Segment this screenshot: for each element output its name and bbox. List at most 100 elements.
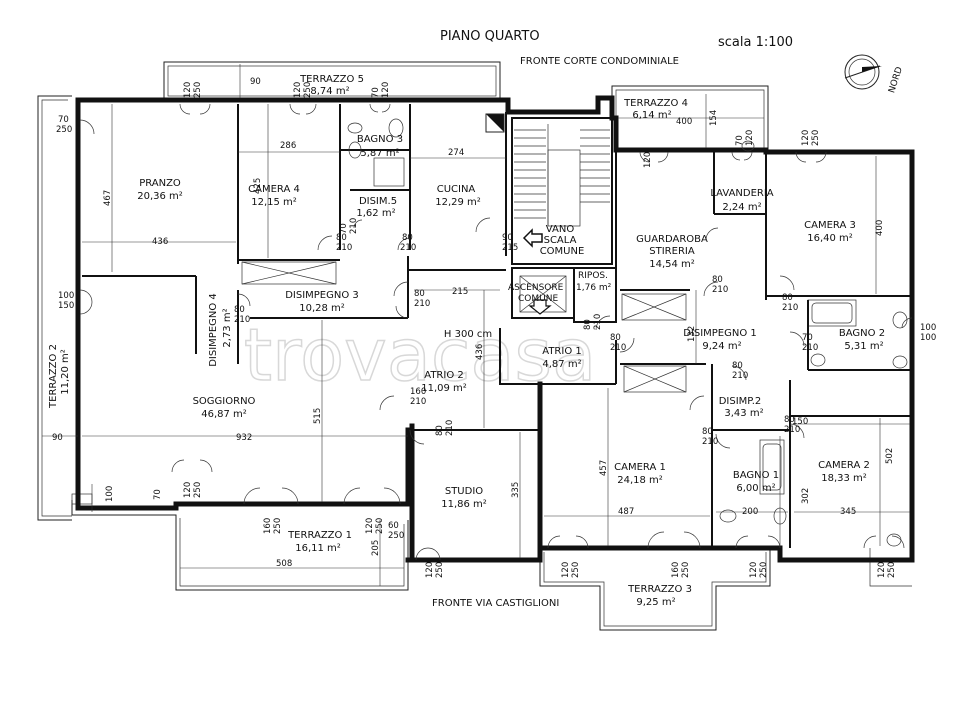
atrio-1-area: 4,87 m² [542, 359, 581, 370]
svg-text:60: 60 [388, 521, 399, 531]
svg-text:120: 120 [365, 518, 375, 534]
bagno-3-label: BAGNO 3 [357, 134, 403, 145]
svg-text:90: 90 [502, 233, 513, 243]
svg-text:250: 250 [681, 562, 691, 578]
camera-4-area: 12,15 m² [251, 197, 297, 208]
vano-scala-label-1: VANO [546, 224, 575, 235]
terrazzo-4-label: TERRAZZO 4 [623, 98, 688, 109]
camera-3-label: CAMERA 3 [804, 220, 856, 231]
camera-1-area: 24,18 m² [617, 475, 663, 486]
bagno-1-area: 6,00 m² [736, 483, 775, 494]
svg-text:210: 210 [802, 343, 818, 353]
dim-70-left: 70 [153, 489, 163, 500]
svg-text:250: 250 [759, 562, 769, 578]
studio-label: STUDIO [445, 486, 483, 497]
svg-text:250: 250 [887, 562, 897, 578]
disim-5-label: DISIM.5 [359, 196, 397, 207]
svg-text:80: 80 [402, 233, 413, 243]
svg-text:80: 80 [732, 361, 743, 371]
vano-scala-label-2: SCALA [544, 235, 577, 246]
dim-302: 302 [801, 488, 811, 504]
disimpegno-4-label: DISIMPEGNO 4 [208, 293, 219, 367]
svg-text:70: 70 [735, 135, 745, 146]
cucina-area: 12,29 m² [435, 197, 481, 208]
svg-text:250: 250 [811, 130, 821, 146]
plan-title: PIANO QUARTO [440, 29, 540, 44]
terrazzo-4-area: 6,14 m² [632, 110, 671, 121]
atrio-2-area: 11,09 m² [421, 383, 467, 394]
guardaroba-label-1: GUARDAROBA [636, 234, 708, 245]
ascensore-label-1: ASCENSORE [508, 283, 564, 293]
disimpegno-3-area: 10,28 m² [299, 303, 345, 314]
pranzo-area: 20,36 m² [137, 191, 183, 202]
terrazzo-2-label: TERRAZZO 2 [48, 344, 59, 409]
disimp-2-area: 3,43 m² [724, 408, 763, 419]
ripostiglio-label: RIPOS. [578, 271, 608, 281]
ceiling-height-label: H 300 cm [444, 329, 492, 340]
opening-labels: 120 250 120 250 70 120 70 250 100 150 70… [56, 82, 936, 578]
pranzo-label: PRANZO [139, 178, 181, 189]
terrazzo-5-area: 8,74 m² [310, 86, 349, 97]
dim-215: 215 [452, 287, 468, 297]
svg-text:210: 210 [445, 420, 455, 436]
svg-text:150: 150 [58, 301, 74, 311]
elevator-arrow-icon [528, 299, 552, 315]
svg-text:120: 120 [801, 130, 811, 146]
svg-text:70: 70 [339, 223, 349, 234]
camera-2-area: 18,33 m² [821, 473, 867, 484]
svg-text:120: 120 [749, 562, 759, 578]
terrazzo-1-label: TERRAZZO 1 [287, 530, 352, 541]
disimpegno-3-label: DISIMPEGNO 3 [285, 290, 359, 301]
bagno-2-label: BAGNO 2 [839, 328, 885, 339]
camera-1-label: CAMERA 1 [614, 462, 666, 473]
svg-text:100: 100 [920, 333, 936, 343]
shaft-marker [486, 114, 504, 132]
dim-515: 515 [313, 408, 323, 424]
svg-text:80: 80 [782, 293, 793, 303]
cucina-label: CUCINA [437, 184, 476, 195]
disimp-2-label: DISIMP.2 [719, 396, 762, 407]
svg-text:210: 210 [593, 314, 603, 330]
svg-text:210: 210 [702, 437, 718, 447]
disim-5-area: 1,62 m² [356, 208, 395, 219]
svg-text:250: 250 [193, 82, 203, 98]
svg-text:160: 160 [410, 387, 426, 397]
dim-425: 425 [253, 178, 263, 194]
front-top-label: FRONTE CORTE CONDOMINIALE [520, 56, 679, 67]
svg-text:160: 160 [263, 518, 273, 534]
svg-text:210: 210 [712, 285, 728, 295]
svg-text:250: 250 [388, 531, 404, 541]
guardaroba-label-2: STIRERIA [649, 246, 695, 257]
lavanderia-label: LAVANDERIA [710, 188, 773, 199]
svg-text:80: 80 [435, 425, 445, 436]
svg-text:210: 210 [234, 315, 250, 325]
soggiorno-label: SOGGIORNO [193, 396, 256, 407]
studio-area: 11,86 m² [441, 499, 487, 510]
terrazzo-3-area: 9,25 m² [636, 597, 675, 608]
svg-text:120: 120 [381, 82, 391, 98]
svg-text:80: 80 [610, 333, 621, 343]
dim-457: 457 [599, 460, 609, 476]
svg-text:120: 120 [425, 562, 435, 578]
dim-487: 487 [618, 507, 634, 517]
dim-932: 932 [236, 433, 252, 443]
camera-2-label: CAMERA 2 [818, 460, 870, 471]
dim-436-h: 436 [152, 237, 168, 247]
svg-text:250: 250 [571, 562, 581, 578]
disimpegno-1-area: 9,24 m² [702, 341, 741, 352]
north-arrow-icon: NORD [844, 54, 905, 94]
svg-text:120: 120 [745, 130, 755, 146]
atrio-2-label: ATRIO 2 [424, 370, 463, 381]
svg-text:80: 80 [336, 233, 347, 243]
stair-arrow-icon [522, 228, 543, 248]
dim-200: 200 [742, 507, 758, 517]
dim-436-v: 436 [475, 344, 485, 360]
svg-text:100: 100 [58, 291, 74, 301]
atrio-1-label: ATRIO 1 [542, 346, 581, 357]
dim-100-left: 100 [105, 486, 115, 502]
bagno-1-label: BAGNO 1 [733, 470, 779, 481]
camera-4-label: CAMERA 4 [248, 184, 300, 195]
dim-286: 286 [280, 141, 296, 151]
dim-467: 467 [103, 190, 113, 206]
